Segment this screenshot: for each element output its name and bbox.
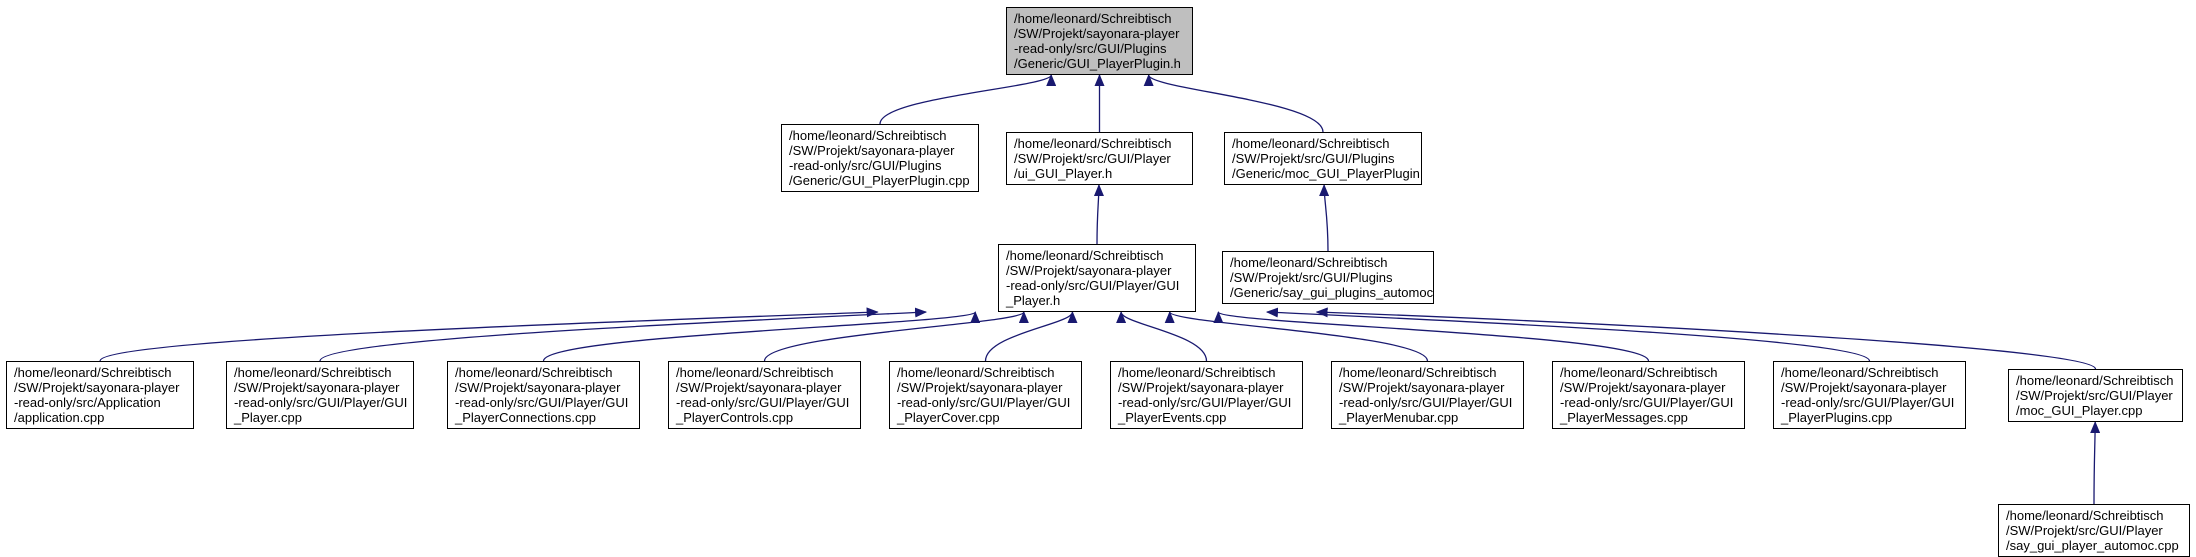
node-label-line: _PlayerControls.cpp	[676, 410, 794, 425]
node-label-line: -read-only/src/GUI/Plugins	[1014, 41, 1167, 56]
node-label-line: /SW/Projekt/src/GUI/Plugins	[1230, 270, 1393, 285]
node-label-line: /SW/Projekt/src/GUI/Plugins	[1232, 151, 1395, 166]
node-label-line: /home/leonard/Schreibtisch	[676, 365, 834, 380]
node-label-line: /SW/Projekt/sayonara-player	[676, 380, 842, 395]
edge-n_messages_cpp-to-n_gui_player_h	[1213, 311, 1650, 362]
node-label-line: /SW/Projekt/sayonara-player	[1781, 380, 1947, 395]
node-label-line: /home/leonard/Schreibtisch	[1560, 365, 1718, 380]
node-label-line: -read-only/src/GUI/Player/GUI	[676, 395, 850, 410]
node-gui-playerconnections-cpp[interactable]: /home/leonard/Schreibtisch/SW/Projekt/sa…	[447, 361, 640, 429]
edge-n_application_cpp-to-n_gui_player_h	[99, 307, 879, 362]
node-label-line: -read-only/src/GUI/Player/GUI	[1339, 395, 1513, 410]
node-label-line: -read-only/src/GUI/Player/GUI	[234, 395, 408, 410]
node-label-line: /SW/Projekt/src/GUI/Player	[1014, 151, 1171, 166]
node-label-line: /SW/Projekt/sayonara-player	[1118, 380, 1284, 395]
node-label-line: _PlayerEvents.cpp	[1118, 410, 1227, 425]
node-gui-playerevents-cpp[interactable]: /home/leonard/Schreibtisch/SW/Projekt/sa…	[1110, 361, 1303, 429]
edge-n_player_automoc_cpp-to-n_moc_gui_player_cpp	[2090, 421, 2101, 505]
node-label-line: /SW/Projekt/sayonara-player	[455, 380, 621, 395]
node-label-line: /home/leonard/Schreibtisch	[1781, 365, 1939, 380]
edge-n_moc_playerplugin_cpp-to-root	[1143, 74, 1324, 133]
node-label-line: /Generic/GUI_PlayerPlugin.cpp	[789, 173, 970, 188]
node-label-line: _PlayerCover.cpp	[897, 410, 1000, 425]
edge-n_cover_cpp-to-n_gui_player_h	[984, 311, 1078, 362]
dependency-edges	[99, 74, 2101, 505]
edge-n_connections_cpp-to-n_gui_player_h	[542, 311, 980, 362]
edge-n_plugins_cpp-to-n_gui_player_h	[1265, 307, 1871, 362]
node-label-line: /moc_GUI_Player.cpp	[2016, 403, 2143, 418]
node-label-line: _Player.cpp	[234, 410, 302, 425]
node-label-line: /SW/Projekt/sayonara-player	[897, 380, 1063, 395]
node-gui-player-cpp[interactable]: /home/leonard/Schreibtisch/SW/Projekt/sa…	[226, 361, 414, 429]
node-gui-playermessages-cpp[interactable]: /home/leonard/Schreibtisch/SW/Projekt/sa…	[1552, 361, 1745, 429]
node-moc-gui-player-cpp[interactable]: /home/leonard/Schreibtisch/SW/Projekt/sr…	[2008, 369, 2183, 422]
node-say-gui-player-automoc-cpp[interactable]: /home/leonard/Schreibtisch/SW/Projekt/sr…	[1998, 504, 2190, 557]
node-label-line: -read-only/src/Application	[14, 395, 161, 410]
node-label-line: /SW/Projekt/sayonara-player	[1339, 380, 1505, 395]
node-label-line: /SW/Projekt/sayonara-player	[14, 380, 180, 395]
node-label-line: /home/leonard/Schreibtisch	[234, 365, 392, 380]
node-label-line: /home/leonard/Schreibtisch	[789, 128, 947, 143]
node-gui-playercontrols-cpp[interactable]: /home/leonard/Schreibtisch/SW/Projekt/sa…	[668, 361, 861, 429]
node-label-line: -read-only/src/GUI/Player/GUI	[897, 395, 1071, 410]
node-label-line: /SW/Projekt/sayonara-player	[1560, 380, 1726, 395]
node-label-line: /application.cpp	[14, 410, 105, 425]
node-label-line: -read-only/src/GUI/Player/GUI	[455, 395, 629, 410]
edge-n_controls_cpp-to-n_gui_player_h	[763, 311, 1029, 362]
node-label-line: /say_gui_player_automoc.cpp	[2006, 538, 2179, 553]
node-gui-playerplugin-h: /home/leonard/Schreibtisch/SW/Projekt/sa…	[1006, 7, 1193, 75]
node-gui-playermenubar-cpp[interactable]: /home/leonard/Schreibtisch/SW/Projekt/sa…	[1331, 361, 1524, 429]
node-say-gui-plugins-automoc-cpp[interactable]: /home/leonard/Schreibtisch/SW/Projekt/sr…	[1222, 251, 1434, 304]
node-label-line: -read-only/src/GUI/Player/GUI	[1006, 278, 1180, 293]
node-label-line: _Player.h	[1006, 293, 1061, 308]
node-gui-playerplugin-cpp[interactable]: /home/leonard/Schreibtisch/SW/Projekt/sa…	[781, 124, 979, 192]
node-label-line: /SW/Projekt/sayonara-player	[1014, 26, 1180, 41]
node-label-line: /Generic/moc_GUI_PlayerPlugin.cpp	[1232, 166, 1421, 181]
edge-n_plugins_automoc_cpp-to-n_moc_playerplugin_cpp	[1319, 184, 1330, 252]
node-gui-player-h[interactable]: /home/leonard/Schreibtisch/SW/Projekt/sa…	[998, 244, 1196, 312]
node-label-line: /Generic/say_gui_plugins_automoc.cpp	[1230, 285, 1434, 300]
node-label-line: /home/leonard/Schreibtisch	[1118, 365, 1276, 380]
node-label-line: /home/leonard/Schreibtisch	[1230, 255, 1388, 270]
node-label-line: /SW/Projekt/src/GUI/Player	[2006, 523, 2163, 538]
node-label-line: /home/leonard/Schreibtisch	[1232, 136, 1390, 151]
edge-n_events_cpp-to-n_gui_player_h	[1116, 311, 1208, 362]
node-label-line: /Generic/GUI_PlayerPlugin.h	[1014, 56, 1181, 71]
node-label-line: _PlayerMessages.cpp	[1560, 410, 1688, 425]
node-label-line: /SW/Projekt/sayonara-player	[1006, 263, 1172, 278]
node-label-line: /SW/Projekt/sayonara-player	[234, 380, 400, 395]
node-label-line: -read-only/src/GUI/Player/GUI	[1781, 395, 1955, 410]
node-label-line: /SW/Projekt/sayonara-player	[789, 143, 955, 158]
node-label-line: -read-only/src/GUI/Plugins	[789, 158, 942, 173]
edge-n_menubar_cpp-to-n_gui_player_h	[1164, 311, 1429, 362]
edge-n_gui_player_cpp-to-n_gui_player_h	[319, 307, 928, 362]
node-ui-gui-player-h[interactable]: /home/leonard/Schreibtisch/SW/Projekt/sr…	[1006, 132, 1193, 185]
node-gui-playercover-cpp[interactable]: /home/leonard/Schreibtisch/SW/Projekt/sa…	[889, 361, 1082, 429]
node-gui-playerplugins-cpp[interactable]: /home/leonard/Schreibtisch/SW/Projekt/sa…	[1773, 361, 1966, 429]
node-label-line: _PlayerPlugins.cpp	[1781, 410, 1893, 425]
include-dependency-graph: /home/leonard/Schreibtisch/SW/Projekt/sa…	[6, 7, 2190, 557]
node-label-line: /ui_GUI_Player.h	[1014, 166, 1113, 181]
node-label-line: /home/leonard/Schreibtisch	[2016, 373, 2174, 388]
node-label-line: /SW/Projekt/src/GUI/Player	[2016, 388, 2173, 403]
node-moc-gui-playerplugin-cpp[interactable]: /home/leonard/Schreibtisch/SW/Projekt/sr…	[1224, 132, 1422, 185]
node-label-line: -read-only/src/GUI/Player/GUI	[1118, 395, 1292, 410]
edge-n_gui_player_h-to-n_ui_gui_player_h	[1093, 184, 1104, 245]
edge-n_moc_gui_player_cpp-to-n_gui_player_h	[1315, 307, 2097, 370]
node-label-line: /home/leonard/Schreibtisch	[1006, 248, 1164, 263]
node-label-line: /home/leonard/Schreibtisch	[897, 365, 1055, 380]
node-label-line: /home/leonard/Schreibtisch	[1014, 11, 1172, 26]
node-label-line: /home/leonard/Schreibtisch	[455, 365, 613, 380]
edge-n_playerplugin_cpp-to-root	[879, 74, 1057, 125]
node-label-line: _PlayerConnections.cpp	[455, 410, 596, 425]
node-label-line: /home/leonard/Schreibtisch	[1339, 365, 1497, 380]
node-label-line: -read-only/src/GUI/Player/GUI	[1560, 395, 1734, 410]
node-label-line: /home/leonard/Schreibtisch	[14, 365, 172, 380]
node-label-line: /home/leonard/Schreibtisch	[1014, 136, 1172, 151]
node-application-cpp[interactable]: /home/leonard/Schreibtisch/SW/Projekt/sa…	[6, 361, 194, 429]
node-label-line: _PlayerMenubar.cpp	[1339, 410, 1459, 425]
node-label-line: /home/leonard/Schreibtisch	[2006, 508, 2164, 523]
